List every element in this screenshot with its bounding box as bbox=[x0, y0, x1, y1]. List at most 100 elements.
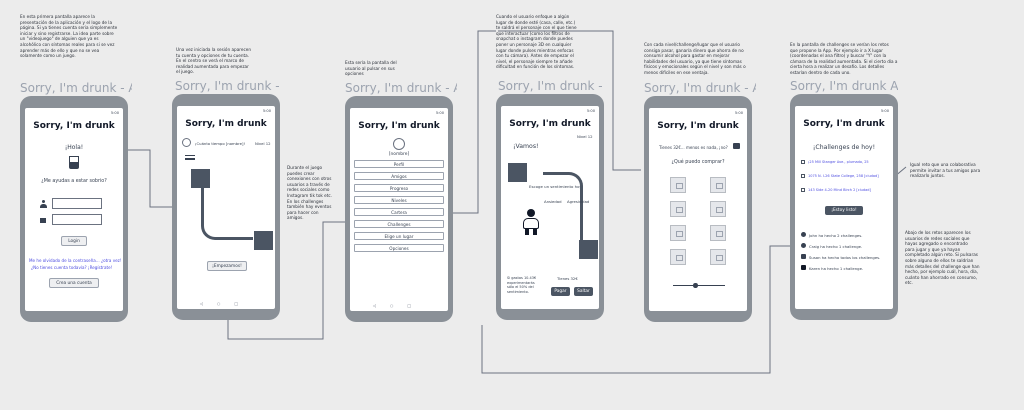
ar-frame-corner-bottom-right bbox=[579, 240, 598, 259]
challenge-checkbox[interactable] bbox=[801, 160, 805, 164]
avatar[interactable] bbox=[393, 138, 405, 150]
phone-challenges: 5:00 Sorry, I'm drunk ¡Challenges de hoy… bbox=[790, 94, 898, 320]
friend-activity[interactable]: Craig ha hecho 1 challenge. bbox=[809, 244, 863, 249]
menu-item-challenges[interactable]: Challenges bbox=[354, 220, 444, 228]
facebook-icon bbox=[801, 243, 806, 248]
status-bar: 5:00 bbox=[880, 109, 889, 113]
drink-glass-icon bbox=[69, 156, 79, 169]
app-title: Sorry, I'm drunk bbox=[657, 121, 739, 131]
balance-text: Tienes 32€... menos es nada, ¡no? bbox=[659, 145, 728, 150]
shop-item[interactable] bbox=[670, 225, 686, 241]
shop-item[interactable] bbox=[670, 249, 686, 265]
avatar[interactable] bbox=[182, 138, 191, 147]
status-bar: 5:00 bbox=[435, 111, 444, 115]
ar-frame-path bbox=[543, 172, 583, 240]
menu-item-perfil[interactable]: Perfil bbox=[354, 160, 444, 168]
ar-frame-corner-top-left bbox=[191, 169, 210, 188]
menu-item-opciones[interactable]: Opciones bbox=[354, 244, 444, 252]
phone-shop: 5:00 Sorry, I'm drunk Tienes 32€... meno… bbox=[644, 96, 752, 322]
annotation-social: Durante el juego puedes crear conexiones… bbox=[287, 165, 333, 221]
password-field[interactable] bbox=[52, 214, 102, 225]
feeling-option-anxiety[interactable]: Ansiedad bbox=[544, 199, 562, 204]
friend-activity[interactable]: Susan ha hecho todos los challenges. bbox=[809, 255, 881, 260]
feeling-option-aggression[interactable]: Agresividad bbox=[567, 199, 590, 204]
annotation-collaborative: Igual reto que una colaborativa permite … bbox=[910, 162, 981, 179]
android-nav-bar: ◁○□ bbox=[199, 301, 253, 306]
connector-login-to-home bbox=[124, 149, 176, 208]
balance: Tienes 32€ bbox=[557, 276, 578, 281]
phone-menu: 5:00 Sorry, I'm drunk [nombre] Perfil Am… bbox=[345, 96, 453, 322]
camera-screen: 5:00 Sorry, I'm drunk Nivel 12 ¡Vamos! E… bbox=[501, 106, 599, 309]
annotation-challenges: En la pantalla de challenges se verían l… bbox=[790, 42, 898, 75]
menu-screen: 5:00 Sorry, I'm drunk [nombre] Perfil Am… bbox=[350, 108, 448, 311]
status-bar: 5:00 bbox=[586, 109, 595, 113]
shop-scroll-track[interactable] bbox=[673, 283, 725, 288]
lock-icon bbox=[40, 218, 46, 223]
pay-button[interactable]: Pagar bbox=[551, 287, 570, 296]
shop-item[interactable] bbox=[710, 201, 726, 217]
snapchat-icon bbox=[801, 254, 806, 259]
challenge-checkbox[interactable] bbox=[801, 188, 805, 192]
annotation-friends-feed: Abajo de los retos aparecen los usuarios… bbox=[905, 230, 980, 286]
ar-frame-corner-top-left bbox=[508, 163, 527, 182]
menu-item-niveles[interactable]: Niveles bbox=[354, 196, 444, 204]
user-icon bbox=[40, 200, 47, 208]
hamburger-menu-icon[interactable] bbox=[185, 155, 195, 160]
ghost-title-1: Sorry, I'm drunk - App bbox=[20, 81, 132, 95]
app-title: Sorry, I'm drunk bbox=[358, 121, 440, 131]
shop-scroll-thumb[interactable] bbox=[693, 283, 698, 288]
choose-feeling-label: Escoge un sentimiento hoy bbox=[529, 184, 582, 189]
menu-item-amigos[interactable]: Amigos bbox=[354, 172, 444, 180]
ghost-title-6: Sorry, I'm drunk App bbox=[790, 79, 898, 93]
annotation-home: Una vez iniciada la sesión aparecen tu c… bbox=[176, 47, 252, 75]
shop-item[interactable] bbox=[710, 249, 726, 265]
shop-item[interactable] bbox=[670, 201, 686, 217]
shop-item[interactable] bbox=[710, 225, 726, 241]
ghost-title-5: Sorry, I'm drunk - App bbox=[644, 81, 756, 95]
annotation-camera: Cuando el usuario enfoque a algún lugar … bbox=[496, 14, 577, 70]
friend-activity[interactable]: Karen ha hecho 1 challenge. bbox=[809, 266, 864, 271]
level-indicator: Nivel 12 bbox=[577, 134, 593, 139]
shop-item[interactable] bbox=[670, 177, 686, 193]
character-icon bbox=[521, 209, 541, 235]
discount-info: Si gastas 10.43€ experimentarás sólo el … bbox=[507, 276, 537, 294]
menu-item-progreso[interactable]: Progreso bbox=[354, 184, 444, 192]
annotation-menu: Esta sería la pantalla del usuario al pu… bbox=[345, 60, 397, 77]
shop-screen: 5:00 Sorry, I'm drunk Tienes 32€... meno… bbox=[649, 108, 747, 311]
home-screen: 5:00 Sorry, I'm drunk ¡Cuánto tiempo [no… bbox=[177, 106, 275, 309]
menu-item-cartera[interactable]: Cartera bbox=[354, 208, 444, 216]
phone-camera: 5:00 Sorry, I'm drunk Nivel 12 ¡Vamos! E… bbox=[496, 94, 604, 320]
tiktok-icon bbox=[801, 265, 806, 270]
phone-home: 5:00 Sorry, I'm drunk ¡Cuánto tiempo [no… bbox=[172, 94, 280, 320]
start-game-button[interactable]: ¡Empezamos! bbox=[207, 261, 247, 271]
challenges-title: ¡Challenges de hoy! bbox=[812, 144, 876, 151]
skip-button[interactable]: Saltar bbox=[574, 287, 593, 296]
ghost-title-4: Sorry, I'm drunk - App bbox=[498, 79, 606, 93]
wallet-icon bbox=[733, 143, 740, 149]
annotation-shop: Con cada nivel/challenge/lugar que el us… bbox=[644, 42, 746, 75]
status-bar: 5:00 bbox=[734, 111, 743, 115]
ready-button[interactable]: ¡Estoy listo! bbox=[825, 206, 863, 215]
challenge-item[interactable]: ¡25 Mill Stanger Ave., plumado, 25 bbox=[808, 160, 869, 164]
create-account-button[interactable]: Crea una cuenta bbox=[49, 278, 99, 288]
user-name: [nombre] bbox=[388, 152, 410, 157]
ar-frame-corner-bottom-right bbox=[254, 231, 273, 250]
status-bar: 5:00 bbox=[262, 109, 271, 113]
challenge-item[interactable]: 1075 N. I-26 State College, 258 [ciudad] bbox=[808, 174, 879, 178]
ghost-title-3: Sorry, I'm drunk - App bbox=[345, 81, 457, 95]
connector-menu-to-camera bbox=[452, 30, 496, 214]
login-button[interactable]: Login bbox=[61, 236, 87, 246]
shop-item[interactable] bbox=[710, 177, 726, 193]
register-link[interactable]: ¿No tienes cuenta todavía? ¡Regístrate! bbox=[31, 265, 113, 270]
challenges-screen: 5:00 Sorry, I'm drunk ¡Challenges de hoy… bbox=[795, 106, 893, 309]
challenge-checkbox[interactable] bbox=[801, 174, 805, 178]
friend-activity[interactable]: John ha hecho 2 challenges. bbox=[809, 233, 863, 238]
menu-item-elige-lugar[interactable]: Elige un lugar bbox=[354, 232, 444, 240]
username-field[interactable] bbox=[52, 198, 102, 209]
forgot-password-link[interactable]: Me he olvidado de la contraseña... ¿otra… bbox=[29, 258, 122, 263]
level-indicator: Nivel 12 bbox=[255, 141, 271, 146]
phone-login: 5:00 Sorry, I'm drunk ¡Hola! ¿Me ayudas … bbox=[20, 96, 128, 322]
greeting: ¡Hola! bbox=[64, 144, 84, 151]
challenge-item[interactable]: 143 Side 4-20 Mind Birch 2 [ciudad] bbox=[808, 188, 871, 192]
lets-go-title: ¡Vamos! bbox=[513, 143, 539, 150]
